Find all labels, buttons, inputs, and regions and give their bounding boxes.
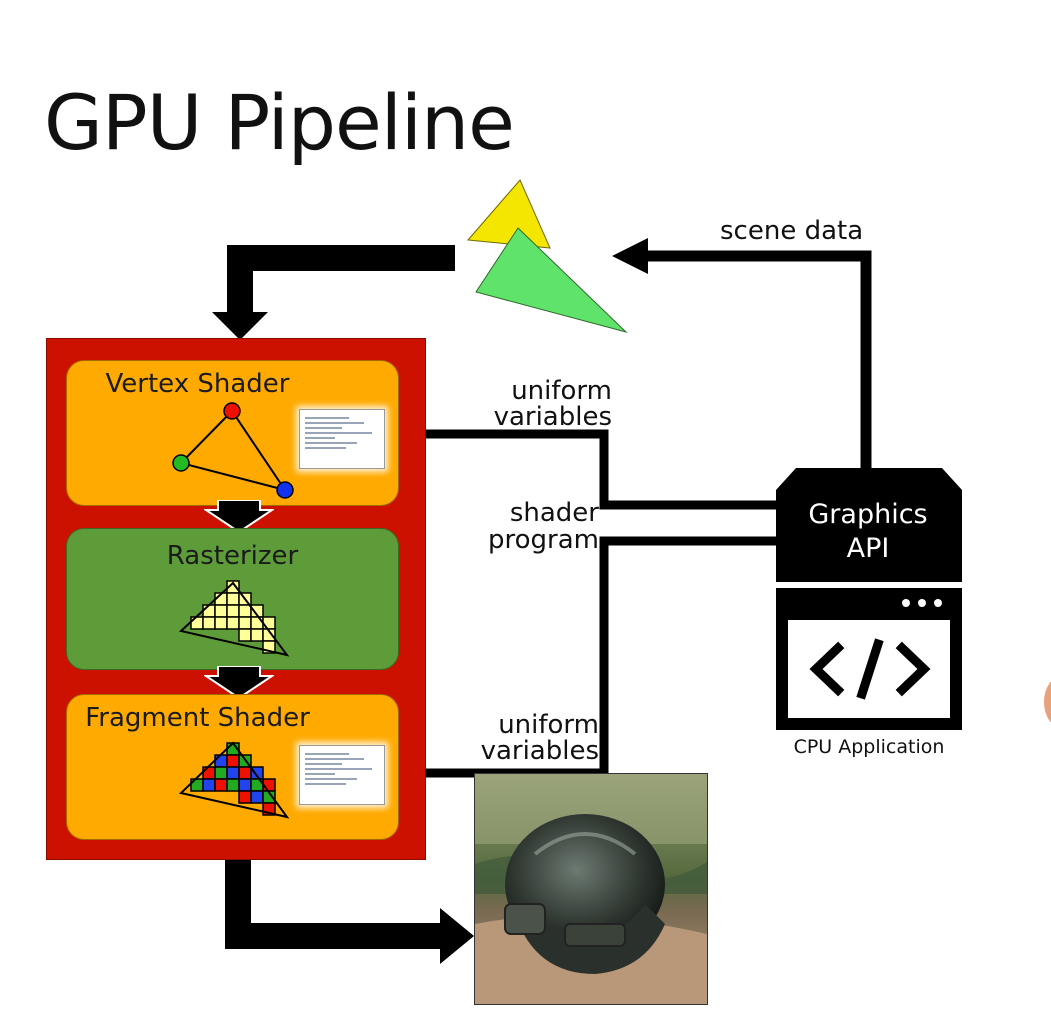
fragment-shader-stage: Fragment Shader [66,694,399,840]
scene-triangle-yellow [466,179,551,249]
uniform-top-label-line2: variables [493,402,612,432]
raster-to-fragment-arrow [204,666,274,700]
uniform-top-label-line1: uniform [511,376,612,406]
scene-data-arrowhead [612,238,648,274]
scene-triangle-green [475,227,628,333]
rendered-output-image [474,773,708,1005]
shader-program-label-line2: program [488,525,599,555]
vertex-to-raster-arrow [204,500,274,534]
triangle-mesh-icon [172,402,294,499]
cpu-application-label: CPU Application [793,736,945,758]
uniform-bottom-label-line2: variables [480,736,599,766]
vertex-code-thumbnail [299,409,385,469]
scene-data-connector [640,250,872,468]
uniform-bottom-label-line1: uniform [498,710,599,740]
scene-data-label: scene data [720,216,864,246]
graphics-api-line2: API [846,533,890,564]
shader-program-label-line1: shader [509,498,599,528]
code-icon [809,638,931,700]
raster-grid-icon [178,580,290,657]
rasterizer-label: Rasterizer [166,541,299,571]
fragment-grid-icon [178,741,290,819]
fragment-code-thumbnail [299,745,385,805]
graphics-api-line1: Graphics [808,499,928,530]
uniform-top-connector [412,429,776,510]
vertex-shader-stage: Vertex Shader [66,360,399,506]
fragment-shader-label: Fragment Shader [85,703,310,733]
presenter-hand [1044,681,1051,723]
graphics-api-box [776,468,962,582]
page-title: GPU Pipeline [44,78,515,167]
gpu-to-output-arrowhead [440,908,474,964]
ellipsis-icon [902,599,942,607]
gpu-to-output-arrow [225,860,448,949]
scene-to-gpu-arrowhead [212,312,268,340]
graphics-api-label: Graphics API [776,498,960,566]
scene-to-gpu-arrow [227,245,455,318]
rasterizer-stage: Rasterizer [66,528,399,670]
vertex-shader-label: Vertex Shader [105,369,290,399]
